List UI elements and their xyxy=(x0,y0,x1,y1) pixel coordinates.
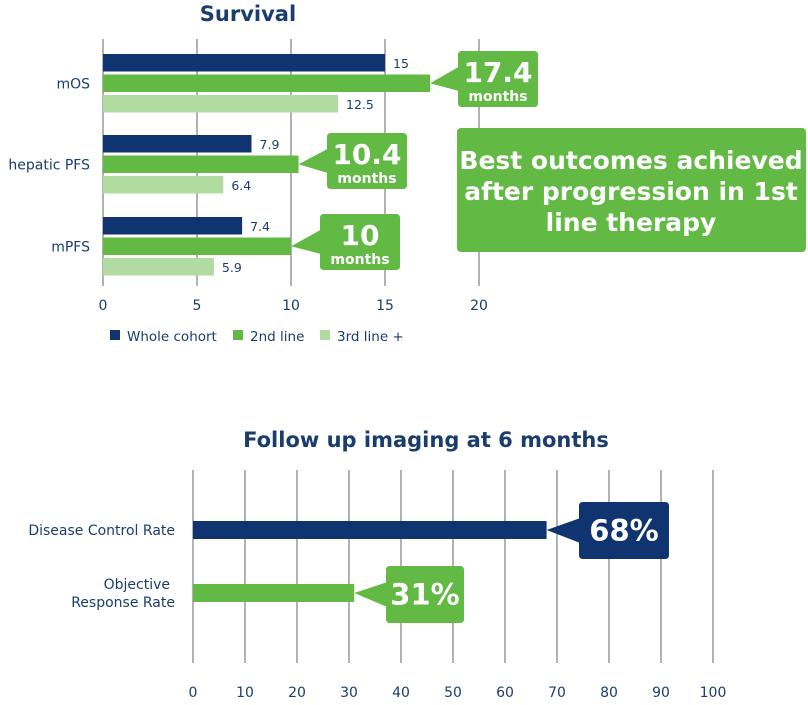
survival-bar xyxy=(103,237,291,255)
survival-callout-unit: months xyxy=(468,89,527,105)
survival-x-tick-label: 20 xyxy=(470,298,488,314)
imaging-x-tick-label: 90 xyxy=(652,685,670,701)
imaging-x-tick-label: 50 xyxy=(444,685,462,701)
survival-bar xyxy=(103,258,214,276)
survival-bar xyxy=(103,135,252,153)
survival-data-label: 15 xyxy=(393,56,409,71)
imaging-x-tick-label: 40 xyxy=(392,685,410,701)
imaging-bar xyxy=(193,584,355,602)
imaging-x-tick-label: 70 xyxy=(548,685,566,701)
survival-bar xyxy=(103,155,299,173)
imaging-category-label: Disease Control Rate xyxy=(28,523,175,539)
imaging-callout-value: 68% xyxy=(589,514,658,548)
imaging-callout xyxy=(354,566,464,623)
survival-legend-label: 3rd line + xyxy=(337,329,404,345)
survival-legend-label: Whole cohort xyxy=(127,329,217,345)
imaging-x-tick-label: 30 xyxy=(340,685,358,701)
outcome-note-line: Best outcomes achieved xyxy=(459,146,802,175)
imaging-bar xyxy=(193,521,547,539)
survival-callout-value: 10.4 xyxy=(332,138,401,171)
outcome-note-line: line therapy xyxy=(546,208,717,237)
survival-data-label: 7.9 xyxy=(260,137,280,152)
survival-chart-title: Survival xyxy=(200,2,296,26)
survival-bar xyxy=(103,54,385,72)
survival-callout-value: 10 xyxy=(341,219,380,252)
survival-callout-value: 17.4 xyxy=(463,56,532,89)
imaging-x-tick-label: 0 xyxy=(189,685,198,701)
survival-legend-label: 2nd line xyxy=(250,329,304,345)
survival-callout-unit: months xyxy=(337,171,396,187)
survival-x-tick-label: 0 xyxy=(99,298,108,314)
survival-data-label: 6.4 xyxy=(231,178,251,193)
survival-bar xyxy=(103,217,243,235)
survival-legend-swatch xyxy=(320,330,330,340)
imaging-category-label: Objective xyxy=(104,577,170,593)
imaging-x-tick-label: 80 xyxy=(600,685,618,701)
survival-data-label: 7.4 xyxy=(250,219,270,234)
survival-category-label: hepatic PFS xyxy=(8,157,90,173)
survival-callout-unit: months xyxy=(330,252,389,268)
imaging-callout-value: 31% xyxy=(390,578,459,612)
survival-data-label: 5.9 xyxy=(222,260,242,275)
imaging-x-tick-label: 100 xyxy=(700,685,727,701)
imaging-x-tick-label: 20 xyxy=(288,685,306,701)
imaging-x-tick-label: 10 xyxy=(236,685,254,701)
survival-callout xyxy=(291,214,400,270)
survival-category-label: mPFS xyxy=(51,239,90,255)
survival-x-tick-label: 5 xyxy=(193,298,202,314)
survival-bar xyxy=(103,176,224,194)
survival-x-tick-label: 15 xyxy=(376,298,394,314)
survival-bar xyxy=(103,74,431,92)
survival-data-label: 12.5 xyxy=(346,97,374,112)
imaging-chart-title: Follow up imaging at 6 months xyxy=(243,428,609,452)
outcome-note-box xyxy=(457,128,806,252)
survival-legend-swatch xyxy=(233,330,243,340)
survival-legend-swatch xyxy=(110,330,120,340)
imaging-x-tick-label: 60 xyxy=(496,685,514,701)
imaging-callout xyxy=(546,502,669,559)
survival-callout xyxy=(298,133,407,189)
imaging-category-label: Response Rate xyxy=(71,595,175,611)
survival-x-tick-label: 10 xyxy=(282,298,300,314)
survival-bar xyxy=(103,95,338,113)
outcome-note-line: after progression in 1st xyxy=(464,177,798,206)
survival-category-label: mOS xyxy=(56,76,90,92)
survival-callout xyxy=(430,51,538,107)
